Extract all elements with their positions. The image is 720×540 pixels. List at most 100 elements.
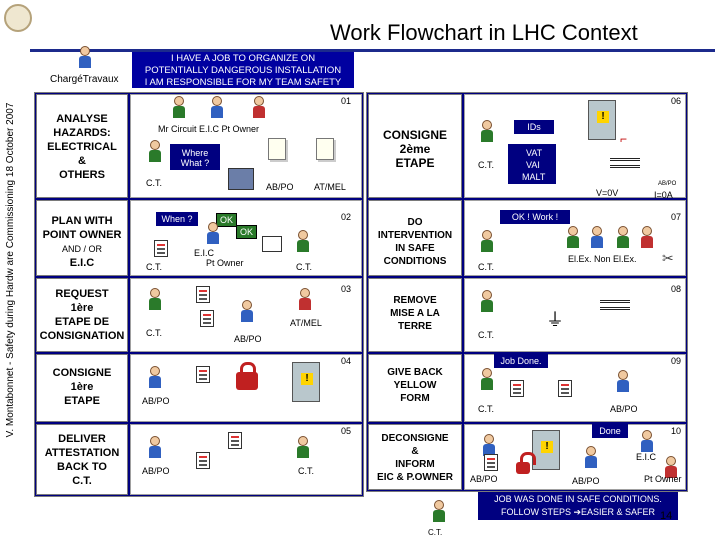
red-lock-mark: ⌐ [620, 132, 628, 146]
panel10-abpo-label-2: AB/PO [572, 476, 600, 486]
panel05-abpo-label: AB/PO [142, 466, 170, 476]
done-callout [592, 424, 628, 438]
panel-number-07: 07 [671, 212, 682, 222]
abpo-person-icon [240, 300, 254, 326]
panel02-eic-label: E.I.C [194, 248, 215, 258]
panel03-abpo-label: AB/PO [234, 334, 262, 344]
panel06-abpo-small-label: AB/PO [658, 181, 677, 187]
left-step-box-5 [36, 424, 128, 495]
mid-step-box-1 [368, 94, 462, 198]
panel07-ct-label: C.T. [478, 262, 495, 272]
ct-person-icon-footer [432, 500, 446, 526]
cern-logo-icon [4, 4, 32, 32]
charge-travaux-person-icon [78, 46, 92, 72]
voltage-zero-label: V=0V [596, 188, 619, 198]
magnet-coil-icon-2 [600, 300, 630, 310]
mid-step-box-5 [368, 424, 462, 490]
page-number: 14 [660, 510, 673, 522]
yellow-form-icon [510, 380, 524, 397]
panel-05 [130, 424, 362, 495]
responsibility-banner: I HAVE A JOB TO ORGANIZE ON POTENTIALLY … [132, 52, 354, 88]
form-icon-2 [196, 286, 210, 303]
abpo-person-icon-6 [584, 446, 598, 472]
job-done-callout [494, 354, 548, 368]
panel-number-10: 10 [671, 426, 682, 436]
panel10-eic-label: E.I.C [636, 452, 657, 462]
earthing-switch-icon: ⏚ [546, 310, 564, 330]
left-step-box-2 [36, 200, 128, 276]
worker-person-icon-4 [640, 226, 654, 252]
form-icon-6 [228, 432, 242, 449]
abpo-person-icon-5 [482, 434, 496, 460]
panel-08 [464, 278, 686, 352]
ids-label: IDs [527, 122, 541, 132]
job-done-label: Job Done. [500, 356, 542, 366]
form-icon-7 [484, 454, 498, 471]
ct-person-icon-5 [480, 120, 494, 146]
vat-vai-malt-callout [508, 144, 556, 184]
ct-person-icon-2 [296, 230, 310, 256]
yellow-form-icon-2 [558, 380, 572, 397]
panel03-ct-label: C.T. [146, 328, 163, 338]
vat-label: VAT [526, 148, 543, 158]
panel09-ct-label: C.T. [478, 404, 495, 414]
done-label: Done [599, 426, 621, 436]
form-icon [154, 240, 168, 257]
ok-work-callout [500, 210, 570, 224]
ct-person-icon-4 [296, 436, 310, 462]
panel-number-08: 08 [671, 284, 682, 294]
ok-tag: OK [216, 213, 238, 227]
panel-number-03: 03 [341, 284, 352, 294]
worker-person-icon-2 [590, 226, 604, 252]
when-label: When ? [161, 214, 193, 224]
eic-person-icon-2 [206, 222, 220, 248]
panel08-ct-label: C.T. [478, 330, 495, 340]
power-converter-cabinet-icon [588, 100, 616, 140]
left-step-box-1 [36, 94, 128, 198]
panel01-roles-label: Mr Circuit E.I.C Pt Owner [158, 124, 260, 134]
when-callout [156, 212, 198, 226]
safe-conditions-note: JOB WAS DONE IN SAFE CONDITIONS. FOLLOW … [478, 492, 678, 520]
ct-person-icon [148, 140, 162, 166]
where-label: Where [181, 148, 209, 158]
worker-person-icon-1 [566, 226, 580, 252]
abpo-person-icon-2 [148, 366, 162, 392]
lock-icon [236, 362, 258, 390]
ids-callout [514, 120, 554, 134]
title-underline [30, 49, 715, 52]
panel01-ct-label: C.T. [146, 178, 163, 188]
abpo-person-icon-3 [148, 436, 162, 462]
malt-label: MALT [522, 172, 546, 182]
worker-person-icon-3 [616, 226, 630, 252]
panel06-ct-label: C.T. [478, 160, 495, 170]
atmel-person-icon [298, 288, 312, 314]
ct-person-icon-6 [480, 230, 494, 256]
form-icon-3 [200, 310, 214, 327]
panel02-ptowner-label: Pt Owner [206, 258, 244, 268]
panel-number-05: 05 [341, 426, 352, 436]
page-title: Work Flowchart in LHC Context [330, 20, 638, 45]
ct-person-icon-7 [480, 290, 494, 316]
mr-circuit-person-icon [172, 96, 186, 122]
electrical-cabinet-icon-2 [532, 430, 560, 470]
panel-number-02: 02 [341, 212, 352, 222]
charge-travaux-label: ChargéTravaux [50, 74, 119, 85]
mid-step-box-2 [368, 200, 462, 276]
panel03-atmel-label: AT/MEL [290, 318, 322, 328]
panel10-abpo-label: AB/PO [470, 474, 498, 484]
footer-ct-label: C.T. [428, 528, 443, 537]
document-stack-icon [268, 138, 286, 160]
panel09-abpo-label: AB/PO [610, 404, 638, 414]
mid-step-box-4 [368, 354, 462, 422]
where-what-callout [170, 144, 220, 170]
panel02-ct-label-2: C.T. [296, 262, 313, 272]
abpo-person-icon-4 [616, 370, 630, 396]
eic-person-icon-3 [640, 430, 654, 456]
